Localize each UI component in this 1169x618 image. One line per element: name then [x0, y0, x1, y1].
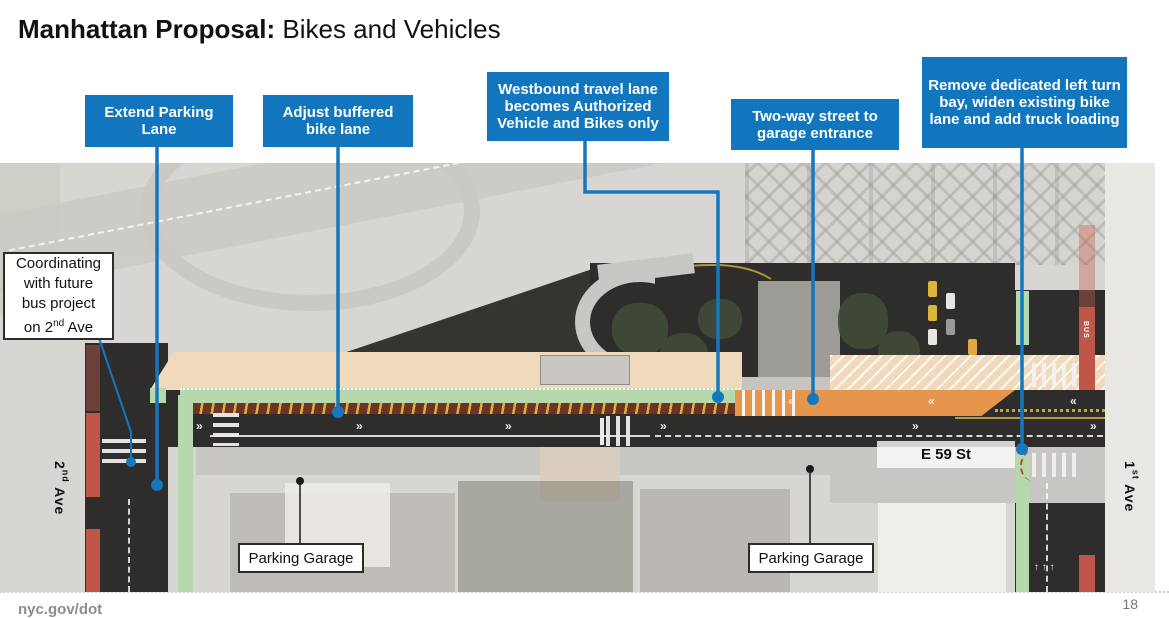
- travel-arrow: »: [505, 419, 512, 433]
- travel-arrow: »: [1090, 419, 1097, 433]
- lane-line-dashed: [128, 499, 130, 592]
- sidewalk-structure: [540, 355, 630, 385]
- bus-lane-segment: [1079, 555, 1095, 592]
- parked-taxi: [928, 281, 937, 297]
- bike-chevron: «: [1070, 394, 1077, 408]
- side-note-line: with future: [23, 275, 94, 292]
- street-name-label: E 59 St: [877, 441, 1015, 468]
- removed-turn-bay-marking: [1020, 451, 1046, 481]
- callout-westbound-lane: Westbound travel lane becomes Authorized…: [487, 72, 669, 141]
- second-ave-label: 2nd Ave: [52, 461, 71, 516]
- painted-buffer-hatch: [190, 403, 740, 414]
- faded-right-strip: [1105, 163, 1155, 592]
- proposal-map: » » » » » » « « « BUS ↑ ↑ ↑: [0, 163, 1155, 592]
- yellow-dotted-line: [995, 409, 1105, 412]
- crosswalk: [606, 416, 632, 446]
- page-title-regular: Bikes and Vehicles: [275, 14, 501, 44]
- footer-divider: [0, 591, 1169, 593]
- driveway-paving: [540, 447, 620, 501]
- faded-bus-lane: [1079, 225, 1095, 307]
- bus-lane-segment: [86, 529, 100, 592]
- first-ave-bike-lane: [1016, 291, 1029, 345]
- parking-garage-label-west: Parking Garage: [238, 543, 364, 573]
- parking-garage-label-east: Parking Garage: [748, 543, 874, 573]
- tan-sidewalk-band: [150, 352, 742, 390]
- side-note-line: Coordinating: [15, 255, 102, 272]
- callout-extend-parking: Extend Parking Lane: [85, 95, 233, 147]
- bus-lane-text: BUS: [1082, 321, 1089, 339]
- tree-cluster: [612, 303, 668, 355]
- travel-arrow: »: [196, 419, 203, 433]
- tree-cluster: [698, 299, 742, 339]
- side-note-bus-project: Coordinating with future bus project on …: [3, 252, 114, 340]
- bike-lane-corner: [150, 388, 166, 403]
- parked-car: [946, 293, 955, 309]
- parked-car: [946, 319, 955, 335]
- callout-remove-turn-bay: Remove dedicated left turn bay, widen ex…: [922, 57, 1127, 148]
- parked-taxi: [928, 305, 937, 321]
- callout-two-way-street: Two-way street to garage entrance: [731, 99, 899, 150]
- page-title-bold: Manhattan Proposal:: [18, 14, 276, 44]
- parked-van: [968, 339, 977, 355]
- travel-arrow: »: [660, 419, 667, 433]
- bike-chevron: «: [928, 394, 935, 408]
- faded-bus-lane: [86, 345, 100, 411]
- buffered-bike-lane: [180, 388, 740, 403]
- footer-website: nyc.gov/dot: [18, 601, 103, 618]
- travel-arrow: »: [356, 419, 363, 433]
- lane-line: [210, 435, 650, 437]
- bus-lane-segment: [86, 413, 100, 497]
- through-arrows: ↑ ↑ ↑: [1034, 562, 1055, 573]
- faded-building-roof: [878, 503, 1006, 592]
- first-ave-label: 1st Ave: [1122, 461, 1141, 513]
- travel-arrow: »: [912, 419, 919, 433]
- courtyard-paving: [758, 281, 840, 381]
- bike-chevron: «: [788, 394, 795, 408]
- tree-cluster: [838, 293, 888, 349]
- bus-lane-segment: [1079, 307, 1095, 390]
- crosswalk: [213, 413, 239, 446]
- stop-bar: [600, 418, 604, 445]
- page-title: Manhattan Proposal: Bikes and Vehicles: [18, 14, 501, 45]
- first-ave-bike-lane: [1016, 455, 1029, 592]
- second-ave-bike-lane: [178, 395, 193, 592]
- lane-line-dashed: [1046, 483, 1048, 592]
- crosswalk: [102, 439, 146, 469]
- side-note-line: bus project: [21, 295, 96, 312]
- callout-adjust-bike-lane: Adjust buffered bike lane: [263, 95, 413, 147]
- side-note-line: on 2nd Ave: [23, 318, 94, 336]
- parked-car: [928, 329, 937, 345]
- yellow-center-line: [955, 417, 1105, 419]
- page-number: 18: [1122, 596, 1138, 612]
- crosswalk: [1032, 363, 1078, 387]
- lane-line-dashed: [655, 435, 1103, 437]
- faded-trees: [458, 481, 633, 592]
- faded-building: [640, 489, 790, 592]
- orange-lane-hatch: [742, 390, 797, 416]
